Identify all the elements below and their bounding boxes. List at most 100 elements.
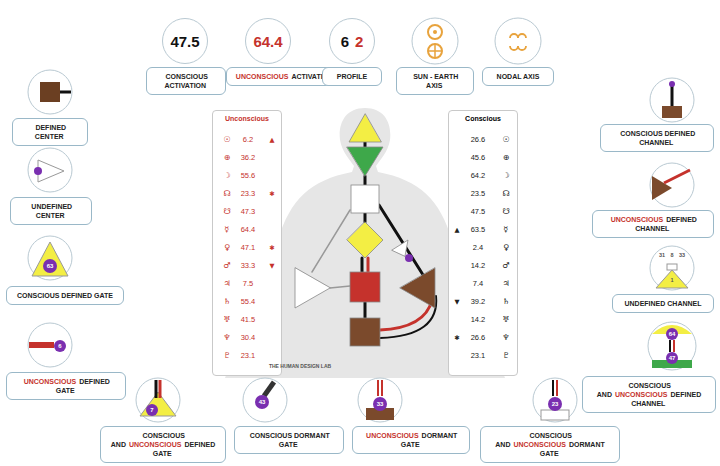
planet-value: 2.4 <box>473 244 483 252</box>
callout-icons <box>28 70 696 422</box>
planet-glyph: ♆ <box>502 334 509 342</box>
gate-number: 23 <box>552 401 559 407</box>
label-text: UNCONSCIOUS <box>236 73 289 80</box>
planet-glyph: ☋ <box>223 208 230 216</box>
label-text: CONSCIOUS DEFINED GATE <box>17 292 113 299</box>
planet-value: 30.4 <box>241 334 256 342</box>
callout-label: SUN - EARTH AXIS <box>396 67 474 95</box>
planet-glyph: ♄ <box>502 298 509 306</box>
figure-stroke <box>351 185 379 213</box>
planet-value: 7.5 <box>243 280 253 288</box>
figure-stroke <box>34 167 42 175</box>
figure-stroke <box>392 240 408 256</box>
figure-stroke <box>155 380 158 398</box>
planet-value: 47.3 <box>241 208 256 216</box>
gate-number: 1 <box>670 278 673 284</box>
planet-value: 55.4 <box>241 298 256 306</box>
label-text: Conscious <box>449 115 517 122</box>
planet-glyph: ♂ <box>223 262 230 270</box>
figure-stroke <box>361 258 364 272</box>
planet-value: 23.1 <box>241 352 256 360</box>
callout-label: CONSCIOUS ANDUNCONSCIOUSDEFINED GATE <box>100 426 226 463</box>
planet-glyph: ♄ <box>223 298 230 306</box>
figure-stroke <box>146 404 158 416</box>
planet-glyph: ☿ <box>225 226 230 234</box>
figure-stroke <box>650 246 694 290</box>
planet-glyph: ♇ <box>223 352 230 360</box>
planet-glyph: ⊕ <box>224 154 231 162</box>
figure-stroke <box>364 176 367 185</box>
figure-stroke <box>312 210 350 272</box>
planet-value: 36.2 <box>241 154 256 162</box>
label-text: UNCONSCIOUS <box>366 432 419 439</box>
figure-stroke <box>648 322 696 370</box>
label-text: UNDEFINED CENTER <box>31 203 72 219</box>
figure-stroke <box>667 264 677 270</box>
figure-stroke <box>533 378 577 422</box>
figure-stroke <box>28 236 72 280</box>
label-text: SUN - EARTH AXIS <box>413 73 458 89</box>
figure-stroke <box>552 380 554 396</box>
nodal-axis-icon <box>495 18 541 64</box>
figure-stroke <box>669 81 675 87</box>
callout-label: CONSCIOUS ACTIVATION <box>146 67 226 95</box>
planet-value: 47.1 <box>241 244 256 252</box>
figure-stroke <box>243 378 287 422</box>
gate-number: 6 <box>58 343 61 349</box>
bodygraph <box>295 114 436 346</box>
callout-label: CONSCIOUS DORMANT GATE <box>234 426 344 454</box>
label-text: 64.4 <box>253 33 282 50</box>
label-text: UNCONSCIOUS <box>24 378 77 385</box>
planet-glyph: ☿ <box>504 226 509 234</box>
figure-stroke <box>364 213 367 222</box>
figure-stroke <box>428 44 442 58</box>
figure-stroke <box>510 46 526 50</box>
callout-label: UNCONSCIOUSDEFINED GATE <box>6 372 126 400</box>
callout-label: DEFINED CENTER <box>12 118 88 146</box>
planet-glyph: ☽ <box>223 172 230 180</box>
planet-glyph: ☊ <box>223 190 230 198</box>
label-text: UNCONSCIOUS <box>129 441 182 448</box>
planet-value: 39.2 <box>471 298 486 306</box>
figure-stroke <box>379 205 425 278</box>
planet-value: 14.2 <box>471 262 486 270</box>
figure-stroke <box>656 270 688 288</box>
callout-label: UNCONSCIOUSDEFINED CHANNEL <box>592 210 714 238</box>
fixing-marker: ✱ <box>269 191 274 198</box>
planet-glyph: ☽ <box>502 172 509 180</box>
planet-value: 26.6 <box>471 334 486 342</box>
fixing-marker: ▲ <box>455 227 460 234</box>
figure-stroke <box>666 328 678 340</box>
figure-stroke <box>330 286 350 288</box>
gate-number: 31 <box>659 253 665 259</box>
gate-number: 8 <box>670 253 673 259</box>
planet-value: 41.5 <box>241 316 256 324</box>
callout-label: CONSCIOUS ANDUNCONSCIOUSDEFINED CHANNEL <box>582 376 716 413</box>
label-text: UNCONSCIOUS <box>513 441 566 448</box>
planet-glyph: ♃ <box>223 280 230 288</box>
value-circle: 62 <box>329 18 375 64</box>
planet-glyph: ♃ <box>502 280 509 288</box>
planet-value: 64.2 <box>471 172 486 180</box>
figure-stroke <box>60 91 71 94</box>
figure-stroke <box>40 82 60 102</box>
figure-stroke <box>433 30 437 34</box>
figure-stroke <box>349 114 381 142</box>
gate-number: 64 <box>669 331 676 337</box>
planet-value: 7.4 <box>473 280 483 288</box>
figure-stroke <box>140 392 176 416</box>
planet-value: 55.6 <box>241 172 256 180</box>
figure-stroke <box>255 395 269 409</box>
fixing-marker: ▼ <box>455 299 460 306</box>
gate-number: 33 <box>679 253 685 259</box>
label-text: UNDEFINED CHANNEL <box>625 300 702 307</box>
planet-value: 23.3 <box>241 190 256 198</box>
gate-number: 63 <box>47 263 54 269</box>
figure-stroke <box>28 70 72 114</box>
planet-value: 6.2 <box>243 136 253 144</box>
figure-stroke <box>136 378 180 422</box>
callout-label: UNDEFINED CHANNEL <box>612 294 714 313</box>
label-text: CONSCIOUS DORMANT GATE <box>250 432 330 448</box>
figure-stroke <box>29 342 54 348</box>
